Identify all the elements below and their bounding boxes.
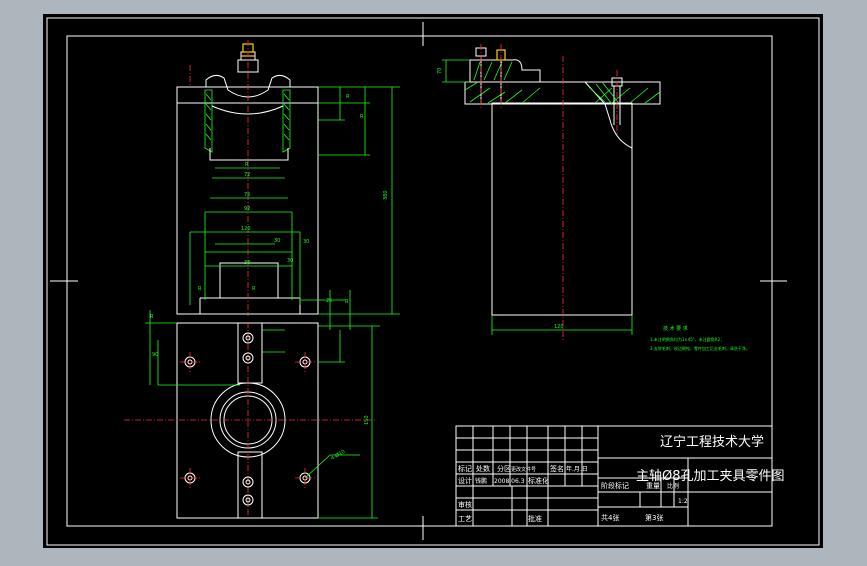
label-stage-mark: 阶段标记 [601,481,629,490]
sheet-background [43,14,823,548]
dim-side-120: 120 [554,324,564,330]
tech-notes-title: 技 术 要 求 [663,325,688,332]
label-scale: 比例 [667,482,679,490]
school-name: 辽宁工程技术大学 [660,434,764,450]
tech-notes-line2: 2.去除毛刺，锐边倒钝，零件加工后去毛刺，清洗干净。 [650,345,750,351]
label-review: 审核 [458,500,472,509]
label-sign: 签名 [550,464,564,473]
dim-r7: R [150,314,154,320]
tech-notes-line1: 1.未注明倒角均为1×45°，未注圆角R2； [650,336,724,342]
label-mark: 标记 [458,464,472,473]
dim-38: 38 [244,260,250,266]
dim-30a: 30 [274,238,280,244]
sheet-number: 第3张 [645,513,663,522]
dim-r5: R [360,114,364,120]
dim-380: 380 [383,190,389,200]
front-dimension-labels: R 72 75 92 120 30 30 38 R R R R 380 30 2… [150,94,389,320]
label-approve: 批准 [528,514,542,523]
hole-centerlines [180,352,315,488]
dim-r1: R [245,162,249,168]
label-standardize: 标准化 [528,476,549,485]
front-dimensions [189,86,400,330]
dim-r4: R [346,94,350,100]
sheets-total: 共4张 [601,513,619,522]
label-design: 设计 [458,476,472,485]
drawing-title: 主轴Ø8孔加工夹具零件图 [636,469,785,484]
dim-25: 25 [326,298,332,304]
label-weight: 重量 [646,482,660,490]
technical-notes: 技 术 要 求 1.未注明倒角均为1×45°，未注圆角R2； 2.去除毛刺，锐边… [650,325,750,351]
design-date: 2008.06.3 [494,478,525,485]
side-view [464,44,661,340]
centering-marks [50,22,787,540]
dim-75: 75 [244,192,250,198]
scale-value: 1:2 [678,498,688,505]
designer-name: 钱鹏 [475,477,487,485]
dim-side-70: 70 [437,68,443,74]
dim-r3: R [252,286,256,292]
dim-120: 120 [241,226,251,232]
title-block [455,425,773,527]
dim-72: 72 [244,172,250,178]
dim-30b: 30 [287,258,293,264]
label-process: 工艺 [458,515,472,523]
top-view [124,322,375,519]
dim-150: 150 [364,415,370,425]
label-zone: 分区 [497,464,511,473]
label-count: 处数 [476,464,490,473]
side-dimensions: 70 120 [437,59,633,335]
label-date: 年.月.日 [566,465,588,473]
dim-90: 90 [152,352,158,358]
dim-r2: R [198,286,202,292]
dim-92: 92 [244,206,250,212]
dim-r6: R [345,299,349,305]
outer-frame [46,17,820,546]
dim-30c: 30 [303,239,309,245]
title-block-text: 辽宁工程技术大学 主轴Ø8孔加工夹具零件图 标记 处数 分区 更改文件号 签名 … [458,434,785,523]
label-change-doc: 更改文件号 [511,466,536,473]
